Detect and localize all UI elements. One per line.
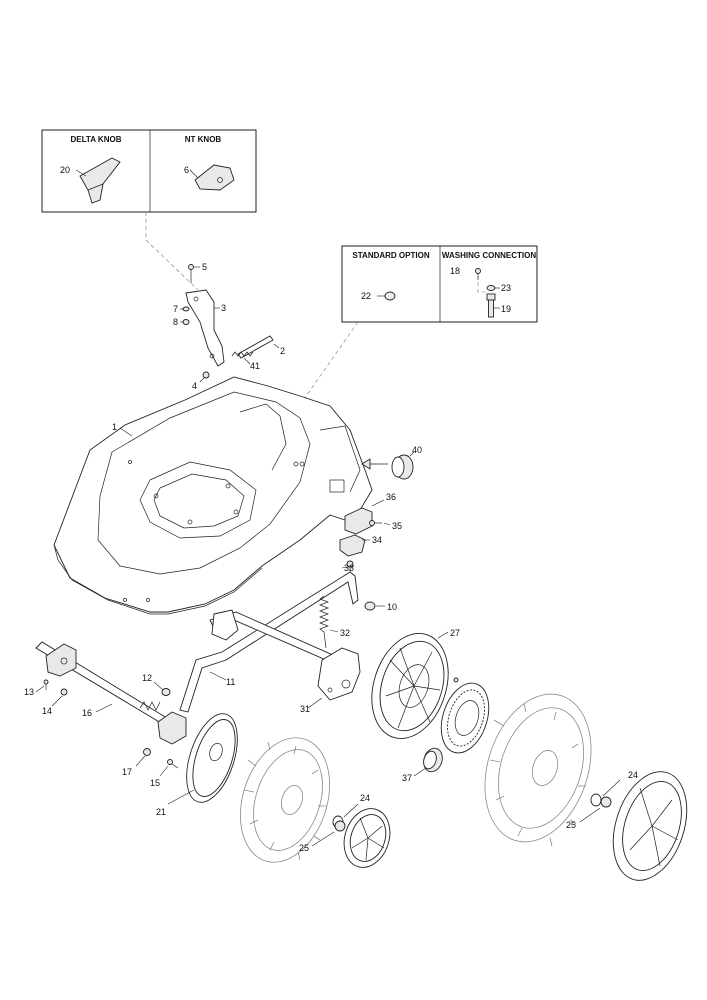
label-20: 20 [60,165,70,175]
label-2: 2 [280,346,285,356]
washing-option-box: STANDARD OPTION WASHING CONNECTION [341,245,538,323]
label-5: 5 [202,262,207,272]
front-axle-assembly [35,641,238,805]
label-36: 36 [386,492,396,502]
washing-plug-part [377,291,396,301]
label-8: 8 [173,317,178,327]
label-23: 23 [501,283,511,293]
label-7: 7 [173,304,178,314]
label-41: 41 [250,361,260,371]
rear-drive-gear [440,677,490,754]
part-number-labels: 20 6 22 18 23 19 5 3 7 8 2 41 4 1 40 36 … [24,165,638,853]
label-31: 31 [300,704,310,714]
label-1: 1 [112,422,117,432]
label-14: 14 [42,706,52,716]
label-34: 34 [372,535,382,545]
label-18: 18 [450,266,460,276]
height-adjust-brackets [339,451,415,611]
delta-knob-part [79,157,121,204]
washing-connection-header: WASHING CONNECTION [442,251,536,260]
label-22: 22 [361,291,371,301]
front-wheel-left [240,737,391,868]
label-33: 33 [344,563,354,573]
knob-option-box: DELTA KNOB NT KNOB [41,129,257,213]
washing-screw-part [475,268,488,293]
label-11: 11 [226,677,235,687]
label-19: 19 [501,304,511,314]
knob-dash-line [145,212,199,291]
label-24-left: 24 [360,793,370,803]
label-13: 13 [24,687,34,697]
label-16: 16 [82,708,92,718]
label-6: 6 [184,165,189,175]
label-24-right: 24 [628,770,638,780]
label-3: 3 [221,303,226,313]
mower-deck-part [53,376,373,615]
label-15: 15 [150,778,160,788]
label-25-left: 25 [299,843,309,853]
label-27: 27 [450,628,460,638]
rear-axle-linkage [179,571,361,713]
label-21: 21 [156,807,166,817]
nt-knob-header: NT KNOB [185,135,222,144]
label-17: 17 [122,767,132,777]
standard-option-header: STANDARD OPTION [352,251,429,260]
washing-connector-part [486,285,500,318]
label-32: 32 [340,628,350,638]
label-12: 12 [142,673,152,683]
label-37: 37 [402,773,412,783]
pinion-gear-part [413,747,443,777]
rear-wheel-hub-cap [371,631,449,739]
label-4: 4 [192,381,197,391]
rear-wheel-right [484,693,688,881]
delta-knob-header: DELTA KNOB [71,135,122,144]
nt-knob-part [194,164,235,191]
label-35: 35 [392,521,402,531]
label-10: 10 [387,602,397,612]
label-25-right: 25 [566,820,576,830]
height-lever-assembly [180,264,280,383]
label-40: 40 [412,445,422,455]
